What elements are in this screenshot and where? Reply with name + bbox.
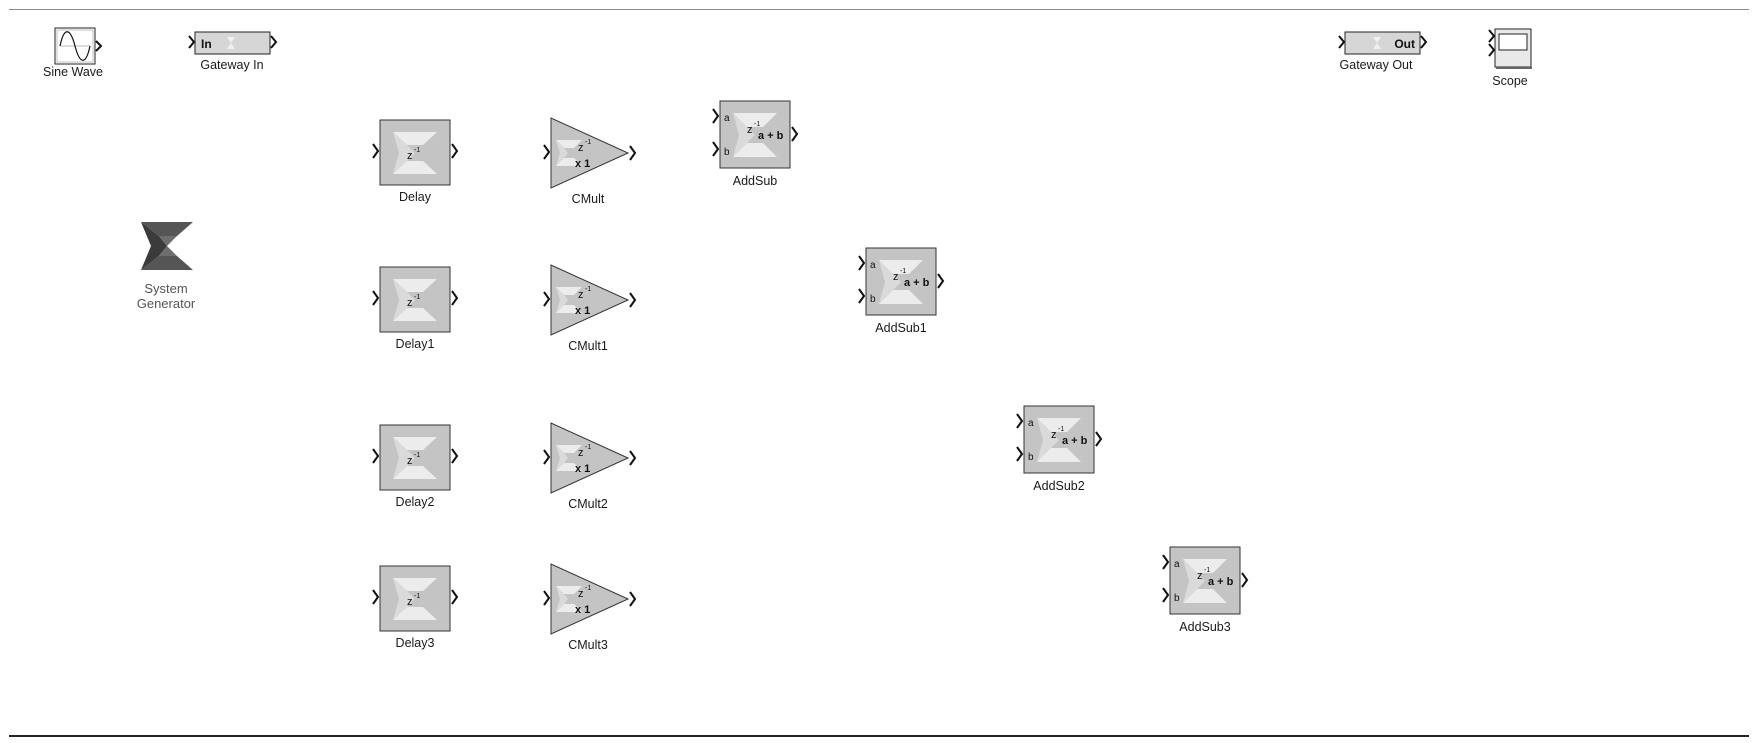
svg-text:z: z [407,596,413,608]
svg-text:a + b: a + b [1208,576,1234,588]
svg-text:z: z [578,447,584,459]
svg-text:a: a [1028,418,1034,429]
svg-text:z: z [1051,429,1057,441]
system-generator-label-2: Generator [136,296,196,311]
svg-text:z: z [407,297,413,309]
svg-text:a: a [870,260,876,271]
cmult-label: CMult1 [568,339,608,353]
svg-text:x 1: x 1 [575,305,590,317]
sine-wave-block[interactable] [52,25,112,70]
svg-text:a + b: a + b [758,130,784,142]
addsub-label: AddSub1 [875,321,927,335]
delay-block[interactable]: z -1 [371,423,461,495]
delay-label: Delay [399,190,431,204]
svg-text:b: b [870,294,876,305]
cmult-block[interactable]: z -1 x 1 [542,263,640,339]
svg-text:z: z [578,289,584,301]
addsub-block[interactable]: a b z -1 a + b [1161,545,1253,617]
svg-text:z: z [578,588,584,600]
scope-label: Scope [1492,74,1528,88]
xilinx-logo-icon [556,140,582,166]
addsub-block[interactable]: a b z -1 a + b [1015,404,1107,476]
svg-text:z: z [1197,570,1203,582]
svg-text:-1: -1 [585,585,591,592]
xilinx-logo-icon [733,113,777,157]
addsub-label: AddSub3 [1179,620,1231,634]
svg-text:b: b [1028,452,1034,463]
svg-text:-1: -1 [414,294,420,301]
xilinx-logo-icon [227,37,235,49]
xilinx-logo-icon [1373,37,1381,49]
gateway-in-label: Gateway In [200,58,264,72]
cmult-block[interactable]: z -1 x 1 [542,562,640,638]
scope-block[interactable] [1487,27,1537,77]
delay-label: Delay1 [395,337,435,351]
delay-block[interactable]: z -1 [371,265,461,337]
svg-text:a: a [1174,559,1180,570]
svg-text:b: b [1174,593,1180,604]
xilinx-logo-icon [1183,559,1227,603]
svg-text:-1: -1 [585,444,591,451]
svg-text:-1: -1 [900,268,906,275]
svg-text:-1: -1 [414,147,420,154]
svg-text:x 1: x 1 [575,604,590,616]
svg-text:-1: -1 [1204,567,1210,574]
xilinx-logo-icon [879,260,923,304]
xilinx-logo-icon [393,279,437,321]
system-generator-label-1: System [144,281,188,296]
addsub-label: AddSub2 [1033,479,1085,493]
gateway-in-block[interactable]: In [187,30,287,60]
xilinx-logo-icon [1037,418,1081,462]
cmult-label: CMult [571,192,605,206]
sine-wave-label: Sine Wave [43,65,103,79]
cmult-label: CMult3 [568,638,608,652]
addsub-block[interactable]: a b z -1 a + b [857,246,949,318]
svg-text:x 1: x 1 [575,158,590,170]
svg-text:z: z [407,455,413,467]
xilinx-logo-icon [393,578,437,620]
xilinx-logo-icon [393,132,437,174]
delay-label: Delay2 [395,495,435,509]
cmult-block[interactable]: z -1 x 1 [542,116,640,192]
cmult-label: CMult2 [568,497,608,511]
gateway-out-block[interactable]: Out [1337,30,1437,60]
gateway-out-label: Gateway Out [1339,58,1413,72]
svg-text:-1: -1 [414,452,420,459]
svg-text:z: z [893,271,899,283]
svg-text:z: z [407,150,413,162]
xilinx-logo-icon [556,586,582,612]
xilinx-logo-icon [556,445,582,471]
svg-text:-1: -1 [1058,426,1064,433]
svg-text:z: z [747,124,753,136]
svg-text:a: a [724,113,730,124]
svg-text:-1: -1 [414,593,420,600]
svg-text:-1: -1 [585,139,591,146]
xilinx-logo-icon [393,437,437,479]
addsub-label: AddSub [732,174,778,188]
svg-text:z: z [578,142,584,154]
model-canvas[interactable]: Sine Wave In Gateway In Out Gateway Out … [9,9,1749,737]
xilinx-logo-icon [556,287,582,313]
svg-text:-1: -1 [754,121,760,128]
svg-text:x 1: x 1 [575,463,590,475]
gateway-out-port-text: Out [1394,37,1415,51]
svg-text:a + b: a + b [1062,435,1088,447]
svg-text:b: b [724,147,730,158]
gateway-in-port-text: In [201,37,212,51]
cmult-block[interactable]: z -1 x 1 [542,421,640,497]
addsub-block[interactable]: a b z -1 a + b [711,99,803,171]
delay-block[interactable]: z -1 [371,118,461,190]
delay-label: Delay3 [395,636,435,650]
svg-text:-1: -1 [585,286,591,293]
svg-text:a + b: a + b [904,277,930,289]
system-generator-block[interactable] [137,220,197,274]
delay-block[interactable]: z -1 [371,564,461,636]
